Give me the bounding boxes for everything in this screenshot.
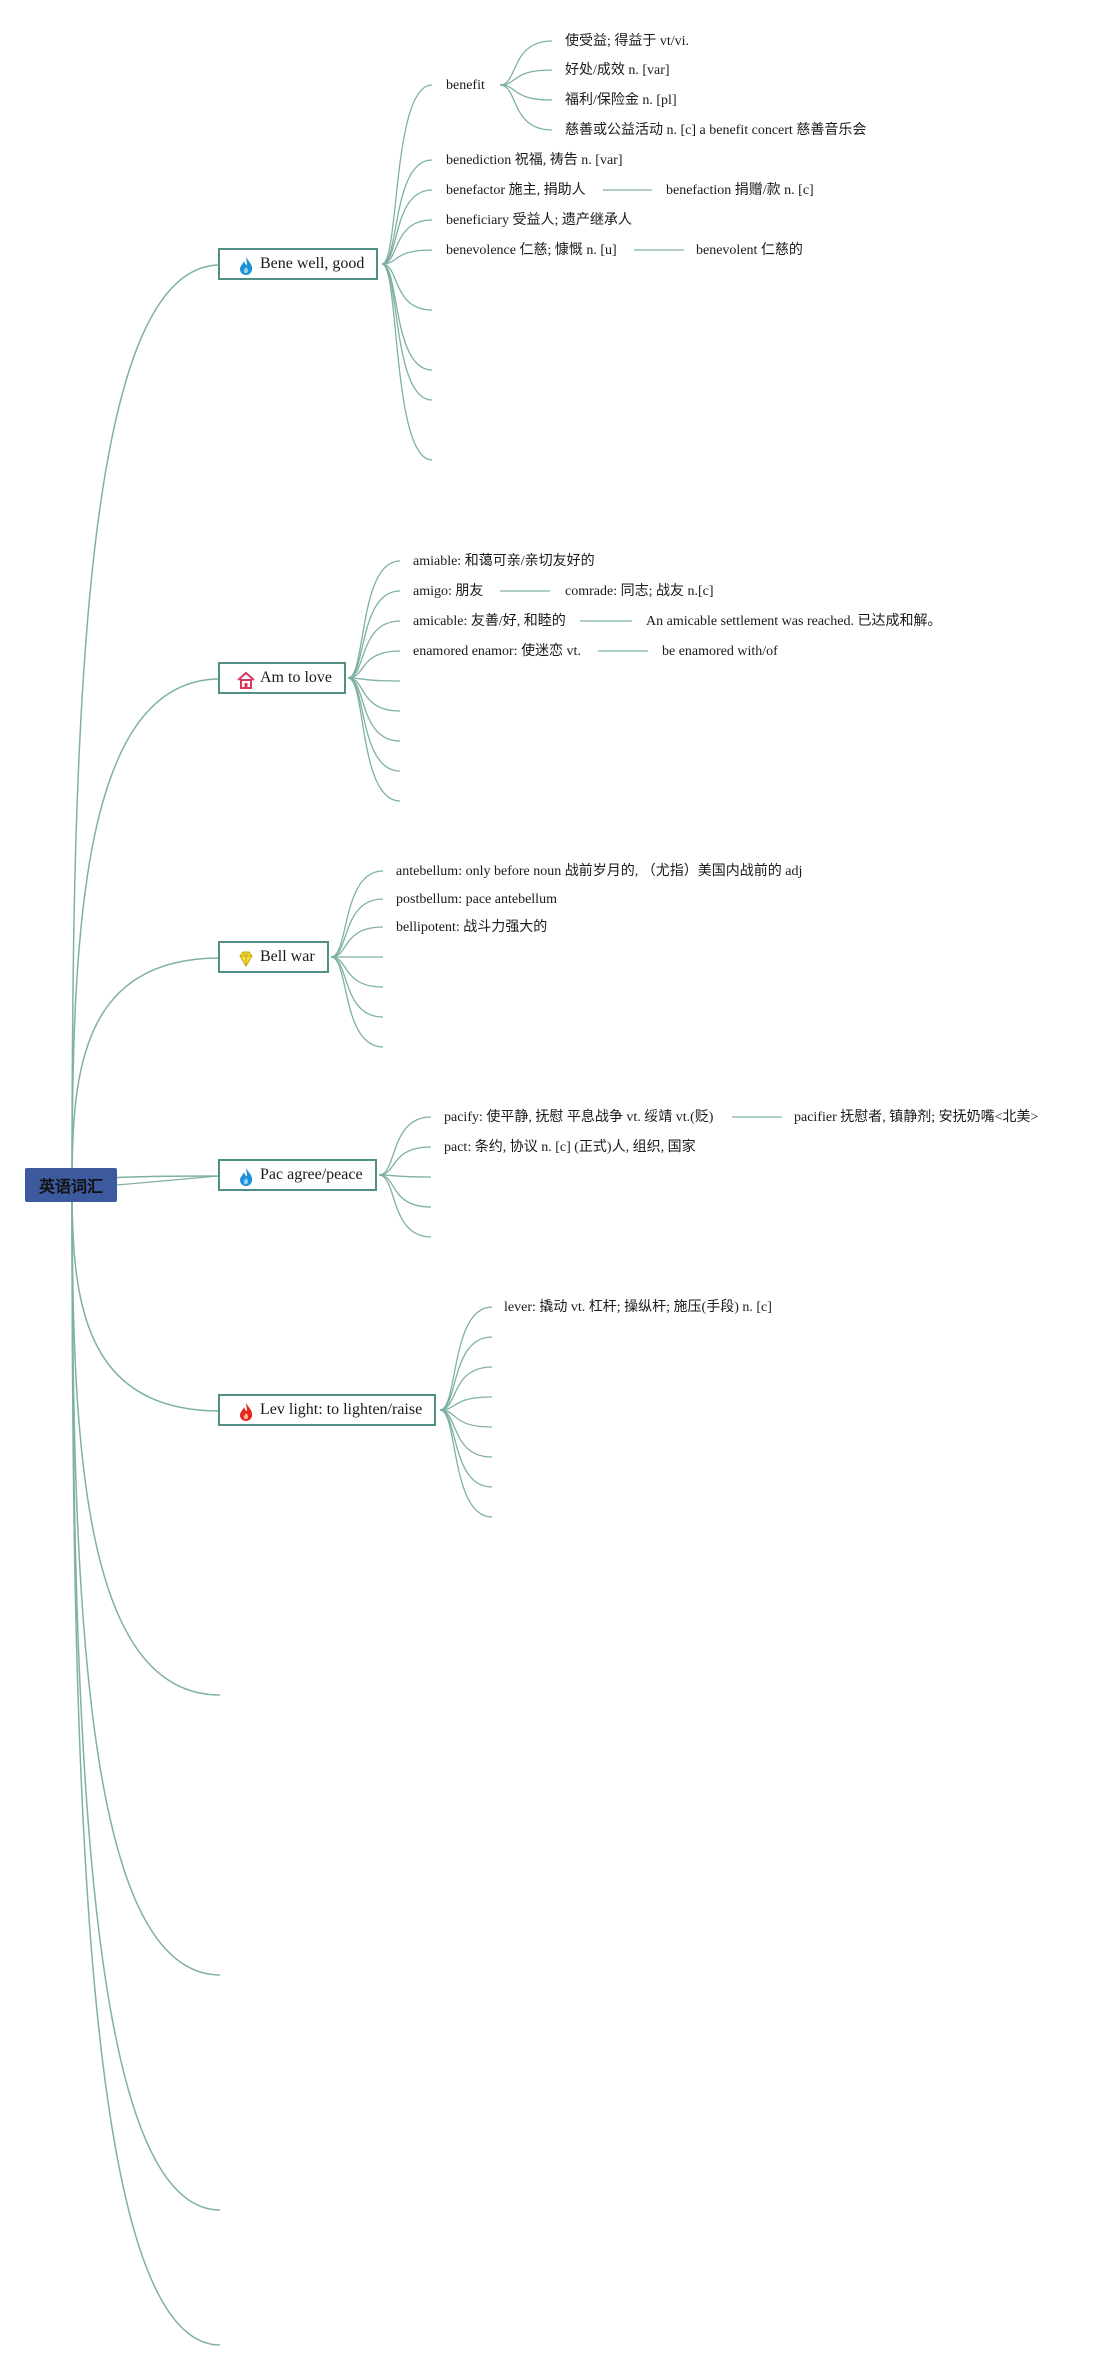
benefit-sense[interactable]: 使受益; 得益于 vt/vi.	[565, 34, 690, 49]
root-topic[interactable]: 英语词汇	[25, 1168, 117, 1202]
connector-line	[381, 219, 433, 265]
connector-line	[330, 956, 384, 1048]
topic-pac[interactable]: Pac agree/peace	[218, 1159, 377, 1191]
related-pacifier[interactable]: pacifier 抚慰者, 镇静剂; 安抚奶嘴<北美>	[794, 1110, 1039, 1125]
connector-line	[330, 926, 384, 958]
connector-line	[499, 69, 553, 86]
connector-line	[347, 677, 401, 712]
topic-label: Bene well, good	[260, 255, 365, 272]
connector-line	[347, 560, 401, 679]
connector-line	[330, 956, 384, 988]
connector-line	[439, 1409, 493, 1518]
topic-bell[interactable]: Bell war	[218, 941, 329, 973]
flame-red-icon	[236, 1402, 256, 1422]
house-icon	[236, 670, 256, 690]
subtopic-benediction[interactable]: benediction 祝福, 祷告 n. [var]	[446, 153, 623, 168]
connector-line	[381, 263, 433, 401]
connector-line	[347, 677, 401, 682]
benefit-sense[interactable]: 慈善或公益活动 n. [c] a benefit concert 慈善音乐会	[565, 123, 867, 138]
flame-blue-icon	[236, 1167, 256, 1187]
connector-line	[71, 678, 221, 1186]
connector-line	[381, 263, 433, 311]
connector-line	[499, 84, 553, 131]
connector-line	[71, 1184, 221, 1976]
connector-line	[71, 1184, 221, 1412]
subtopic-beneficiary[interactable]: beneficiary 受益人; 遗产继承人	[446, 213, 632, 228]
subtopic-enamored[interactable]: enamored enamor: 使迷恋 vt.	[413, 644, 581, 659]
connector-line	[499, 84, 553, 101]
connector-line	[347, 677, 401, 802]
connector-line	[347, 650, 401, 679]
connector-line	[71, 1184, 221, 1696]
connector-line	[378, 1146, 432, 1176]
connector-line	[347, 590, 401, 679]
topic-am[interactable]: Am to love	[218, 662, 346, 694]
subtopic-postbellum[interactable]: postbellum: pace antebellum	[396, 892, 557, 907]
subtopic-pacify[interactable]: pacify: 使平静, 抚慰 平息战争 vt. 绥靖 vt.(贬)	[444, 1110, 714, 1125]
gem-icon	[236, 949, 256, 969]
connector-line	[71, 1184, 221, 2211]
connector-line	[378, 1116, 432, 1176]
related-benevolent[interactable]: benevolent 仁慈的	[696, 243, 803, 258]
connector-line	[71, 957, 221, 1186]
related-benefaction[interactable]: benefaction 捐赠/款 n. [c]	[666, 183, 814, 198]
connector-line	[381, 159, 433, 265]
connector-line	[381, 189, 433, 265]
connector-line	[439, 1366, 493, 1411]
subtopic-amicable[interactable]: amicable: 友善/好, 和睦的	[413, 614, 566, 629]
related-amicable-example[interactable]: An amicable settlement was reached. 已达成和…	[646, 614, 942, 629]
topic-label: Lev light: to lighten/raise	[260, 1401, 423, 1418]
connector-line	[499, 40, 553, 86]
connector-line	[330, 898, 384, 958]
subtopic-benefactor[interactable]: benefactor 施主, 捐助人	[446, 183, 586, 198]
connector-line	[439, 1336, 493, 1411]
flame-blue-icon	[236, 256, 256, 276]
connector-line	[116, 1175, 219, 1186]
subtopic-benefit[interactable]: benefit	[446, 78, 485, 93]
connector-line	[347, 677, 401, 742]
topic-lev[interactable]: Lev light: to lighten/raise	[218, 1394, 437, 1426]
subtopic-lever[interactable]: lever: 撬动 vt. 杠杆; 操纵杆; 施压(手段) n. [c]	[504, 1300, 772, 1315]
connector-line	[439, 1409, 493, 1428]
subtopic-pact[interactable]: pact: 条约, 协议 n. [c] (正式)人, 组织, 国家	[444, 1140, 696, 1155]
connector-line	[330, 956, 384, 1018]
subtopic-amigo[interactable]: amigo: 朋友	[413, 584, 484, 599]
connector-line	[381, 84, 433, 265]
connector-line	[381, 263, 433, 461]
benefit-sense[interactable]: 福利/保险金 n. [pl]	[565, 93, 677, 108]
connector-line	[347, 620, 401, 679]
topic-label: Bell war	[260, 948, 315, 965]
subtopic-bellipotent[interactable]: bellipotent: 战斗力强大的	[396, 920, 548, 935]
related-comrade[interactable]: comrade: 同志; 战友 n.[c]	[565, 584, 714, 599]
connector-line	[378, 1174, 432, 1208]
connector-line	[71, 264, 221, 1186]
connector-line	[439, 1306, 493, 1411]
topic-label: Pac agree/peace	[260, 1166, 363, 1183]
connector-line	[439, 1409, 493, 1458]
subtopic-amiable[interactable]: amiable: 和蔼可亲/亲切友好的	[413, 554, 595, 569]
connector-line	[378, 1174, 432, 1178]
subtopic-benevolence[interactable]: benevolence 仁慈; 慷慨 n. [u]	[446, 243, 617, 258]
connector-line	[330, 870, 384, 958]
connector-line	[347, 677, 401, 772]
related-enamored-usage[interactable]: be enamored with/of	[662, 644, 778, 659]
connector-line	[381, 263, 433, 371]
topic-bene[interactable]: Bene well, good	[218, 248, 379, 280]
connector-line	[381, 249, 433, 265]
topic-label: Am to love	[260, 669, 332, 686]
connector-line	[378, 1174, 432, 1238]
connector-line	[439, 1396, 493, 1411]
connector-line	[439, 1409, 493, 1488]
subtopic-antebellum[interactable]: antebellum: only before noun 战前岁月的, （尤指）…	[396, 864, 803, 879]
benefit-sense[interactable]: 好处/成效 n. [var]	[565, 63, 670, 78]
connector-line	[71, 1184, 221, 2346]
